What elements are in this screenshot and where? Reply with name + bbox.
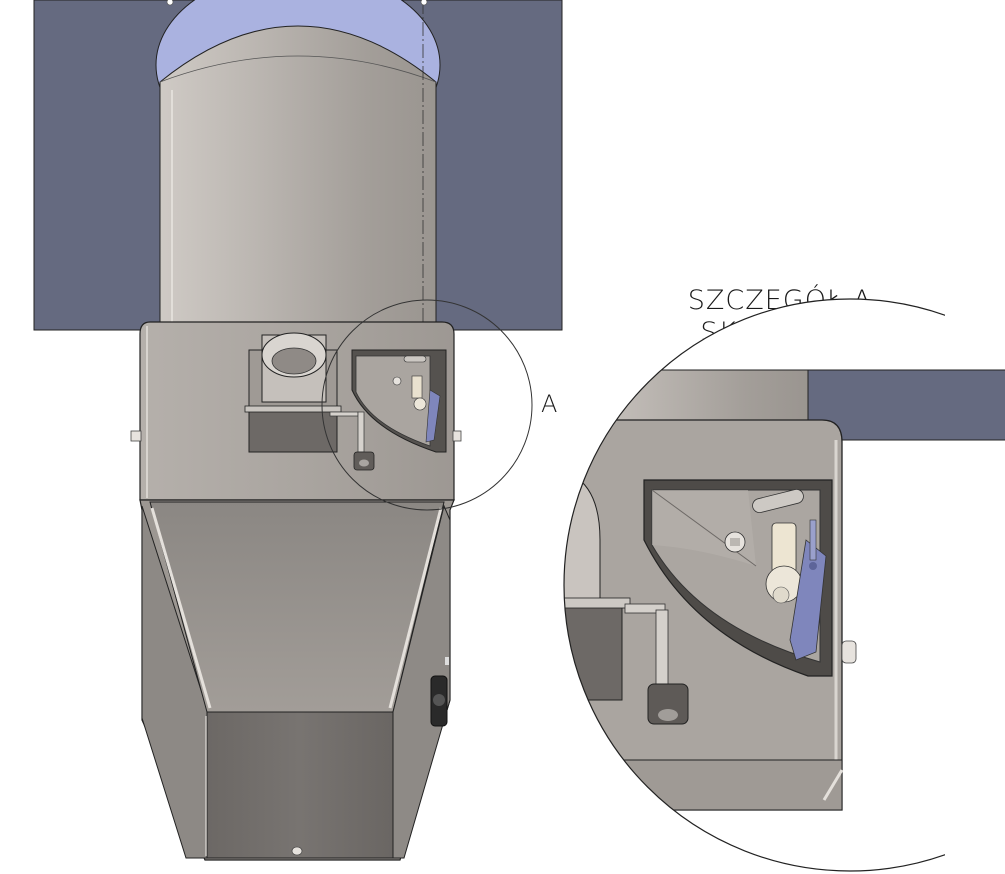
lower-hopper [139,499,455,861]
side-pin-right [452,430,462,442]
side-pin-left [130,430,142,442]
detail-circle-a [321,299,533,511]
pipe [159,25,437,323]
main-view: A [33,0,563,861]
detail-view: SZCZEGÓŁ A SKALA 2 : 1 [563,284,1005,872]
lever [329,411,375,471]
detail-circle-outline [563,298,945,872]
inlet-pipe [244,332,342,453]
mechanism-opening [351,349,447,453]
detail-marker-label: A [541,390,558,418]
